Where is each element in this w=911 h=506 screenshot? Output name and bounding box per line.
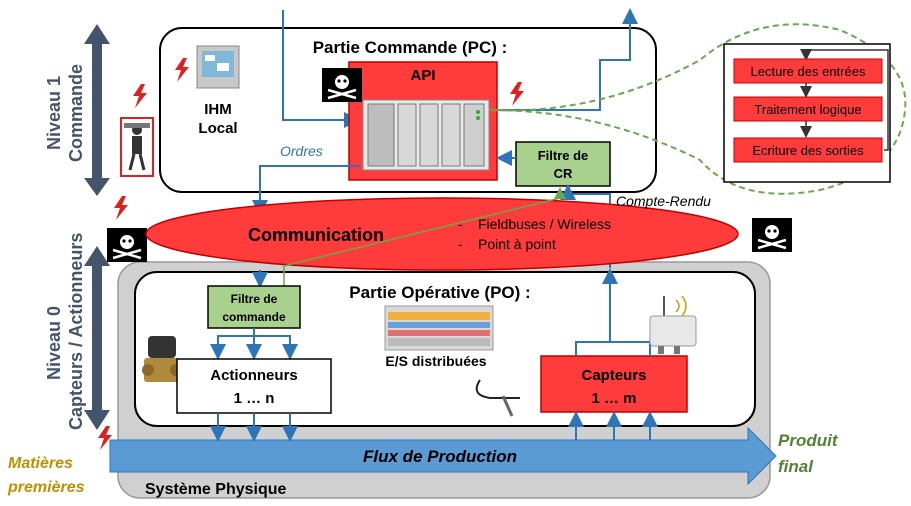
actuators-line2: 1 … n: [234, 390, 275, 407]
pirate-flag-icon: [752, 218, 792, 252]
flow-to-sensors-lines: [568, 411, 658, 440]
plc-rack-icon: [362, 99, 490, 171]
output-label-line1: Produit: [778, 431, 839, 450]
system-label: Système Physique: [145, 481, 287, 498]
sensors-line1: Capteurs: [581, 367, 646, 384]
level1-axis: [84, 24, 110, 196]
lightning-icon: [133, 84, 147, 108]
input-label-line1: Matières: [8, 455, 73, 472]
sensors-line2: 1 … m: [591, 390, 636, 407]
ihm-label-line2: Local: [198, 120, 237, 137]
level0-subtitle: Capteurs / Actionneurs: [66, 233, 86, 430]
po-title: Partie Opérative (PO) :: [349, 283, 530, 302]
green-feedback-line: [283, 187, 566, 286]
pirate-flag-icon: [322, 68, 362, 102]
cmd-filter-box: [207, 285, 301, 329]
actuators-to-flow-lines: [210, 413, 298, 442]
communication-label: Communication: [248, 225, 384, 245]
orders-line: [252, 165, 360, 216]
orders-label: Ordres: [280, 143, 323, 159]
io-module-icon: [384, 305, 494, 351]
pirate-flag-icon: [107, 228, 147, 262]
actuators-line1: Actionneurs: [210, 367, 298, 384]
cycle-step-logic: [733, 96, 883, 122]
sensors-to-comm-line: [575, 341, 651, 356]
cycle-steps: Lecture des entrées Traitement logique E…: [733, 58, 883, 163]
cycle-step-read-label: Lecture des entrées: [751, 64, 866, 79]
ihm-label-line1: IHM: [204, 101, 232, 118]
report-label: Compte-Rendu: [616, 193, 711, 209]
hmi-panel-icon: [196, 45, 240, 89]
pc-title: Partie Commande (PC) :: [313, 38, 508, 57]
production-flow-arrow: [109, 426, 777, 486]
input-label-line2: premières: [7, 479, 85, 496]
sensors-box: [540, 355, 688, 413]
pc-output-line: [488, 8, 638, 111]
api-label: API: [410, 67, 435, 84]
cycle-return-line: [806, 49, 889, 151]
level0-title: Niveau 0: [44, 306, 64, 380]
sensor-icon: [649, 295, 697, 354]
pc-top-flow-line: [282, 10, 360, 128]
cycle-step-write: [733, 137, 883, 163]
level0-axis: [84, 246, 110, 430]
level1-subtitle: Commande: [66, 64, 86, 162]
cr-filter-line1: Filtre de: [538, 148, 589, 163]
comm-bullet-2: Point à point: [478, 236, 556, 252]
comm-bullet-dash-2: -: [458, 236, 463, 252]
level1-title: Niveau 1: [44, 76, 64, 150]
cycle-step-read: [733, 58, 883, 84]
comm-bullet-dash-1: -: [458, 216, 463, 232]
sensor-probe-icon: [475, 379, 520, 417]
cmd-to-actuators-lines: [210, 328, 298, 360]
valve-icon: [142, 336, 182, 382]
output-label-line2: final: [778, 457, 814, 476]
communication-bus: [145, 197, 739, 271]
cmd-filter-line1: Filtre de: [231, 292, 278, 306]
cycle-step-write-label: Ecriture des sorties: [752, 143, 864, 158]
technician-icon: [120, 117, 154, 177]
cycle-step-logic-label: Traitement logique: [754, 102, 861, 117]
lightning-icon: [114, 196, 128, 220]
cmd-filter-line2: commande: [222, 310, 286, 324]
flow-label: Flux de Production: [363, 447, 517, 466]
io-label: E/S distribuées: [385, 353, 486, 369]
cycle-lens: [489, 23, 907, 195]
comm-bullet-1: Fieldbuses / Wireless: [478, 216, 611, 232]
cr-filter-line2: CR: [554, 166, 573, 181]
